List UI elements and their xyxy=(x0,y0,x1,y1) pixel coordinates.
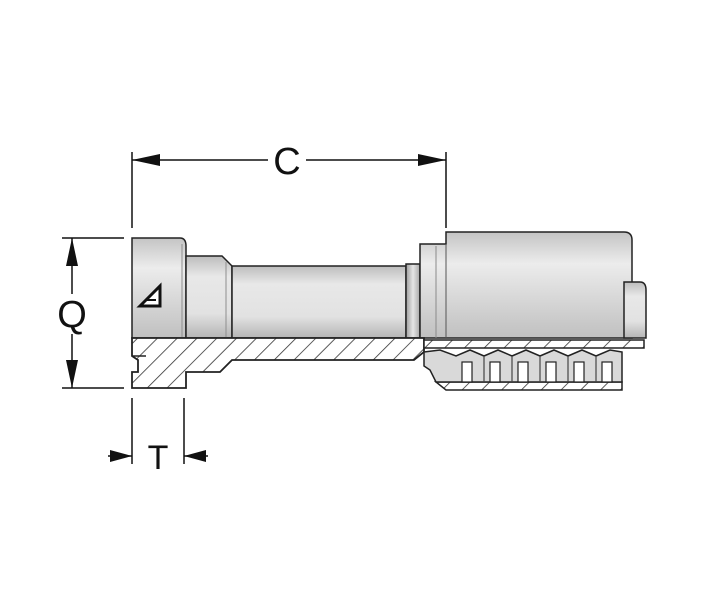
dimension-c-label: C xyxy=(273,141,300,183)
triangle-logo xyxy=(136,282,162,308)
dimension-q: Q xyxy=(57,237,124,389)
dimension-t: T xyxy=(108,398,208,477)
tail-nub xyxy=(623,281,647,339)
collar-ring xyxy=(405,263,421,339)
fitting-section xyxy=(131,337,645,391)
ferrule-section xyxy=(423,339,645,349)
stem-tube xyxy=(231,265,407,339)
ferrule-step xyxy=(419,231,633,339)
fitting-exterior xyxy=(131,231,647,339)
neck xyxy=(185,255,233,339)
dimension-q-label: Q xyxy=(57,294,87,336)
ferrule-bottom xyxy=(433,381,623,391)
dimension-t-label: T xyxy=(148,439,169,477)
stem-section xyxy=(131,337,425,389)
dimension-c: C xyxy=(131,141,447,228)
